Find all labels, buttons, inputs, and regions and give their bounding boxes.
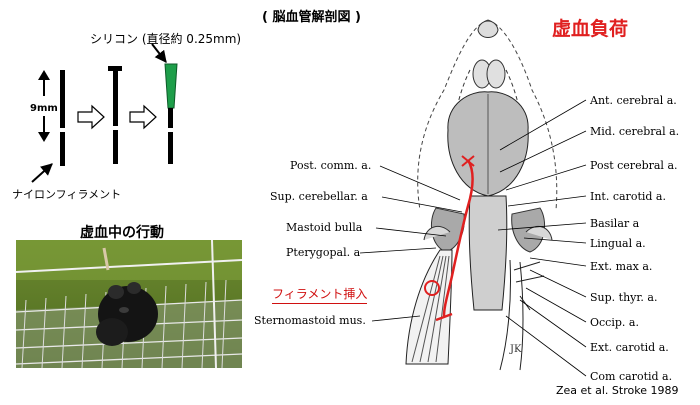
process-arrow-1 <box>78 106 104 128</box>
label-int-carotid: Int. carotid a. <box>590 190 666 203</box>
label-ext-carotid: Ext. carotid a. <box>590 341 669 354</box>
label-com-carotid: Com carotid a. <box>590 370 672 383</box>
brain-vessel-illustration: JK <box>406 20 557 370</box>
filament-plain <box>60 70 65 166</box>
label-pterygopal: Pterygopal. a <box>286 246 360 259</box>
label-post-cerebral: Post cerebral a. <box>590 159 678 172</box>
label-sternomastoid: Sternomastoid mus. <box>254 314 366 327</box>
label-sup-thyr: Sup. thyr. a. <box>590 291 657 304</box>
label-basilar: Basilar a <box>590 217 639 230</box>
artist-signature: JK <box>509 344 522 355</box>
label-ext-max: Ext. max a. <box>590 260 652 273</box>
label-sup-cerebellar: Sup. cerebellar. a <box>270 190 368 203</box>
filament-stages <box>32 44 177 182</box>
label-mid-cerebral: Mid. cerebral a. <box>590 125 679 138</box>
silicone-tip <box>165 64 177 108</box>
label-lingual: Lingual a. <box>590 237 646 250</box>
filament-capped <box>113 68 118 164</box>
label-ant-cerebral: Ant. cerebral a. <box>590 94 677 107</box>
filament-silicone <box>168 108 173 164</box>
label-post-comm: Post. comm. a. <box>290 159 371 172</box>
label-occip: Occip. a. <box>590 316 639 329</box>
label-mastoid-bulla: Mastoid bulla <box>286 221 362 234</box>
mouse-cage-photo <box>16 240 242 368</box>
process-arrow-2 <box>130 106 156 128</box>
mouse-photo-drawing <box>16 240 242 368</box>
